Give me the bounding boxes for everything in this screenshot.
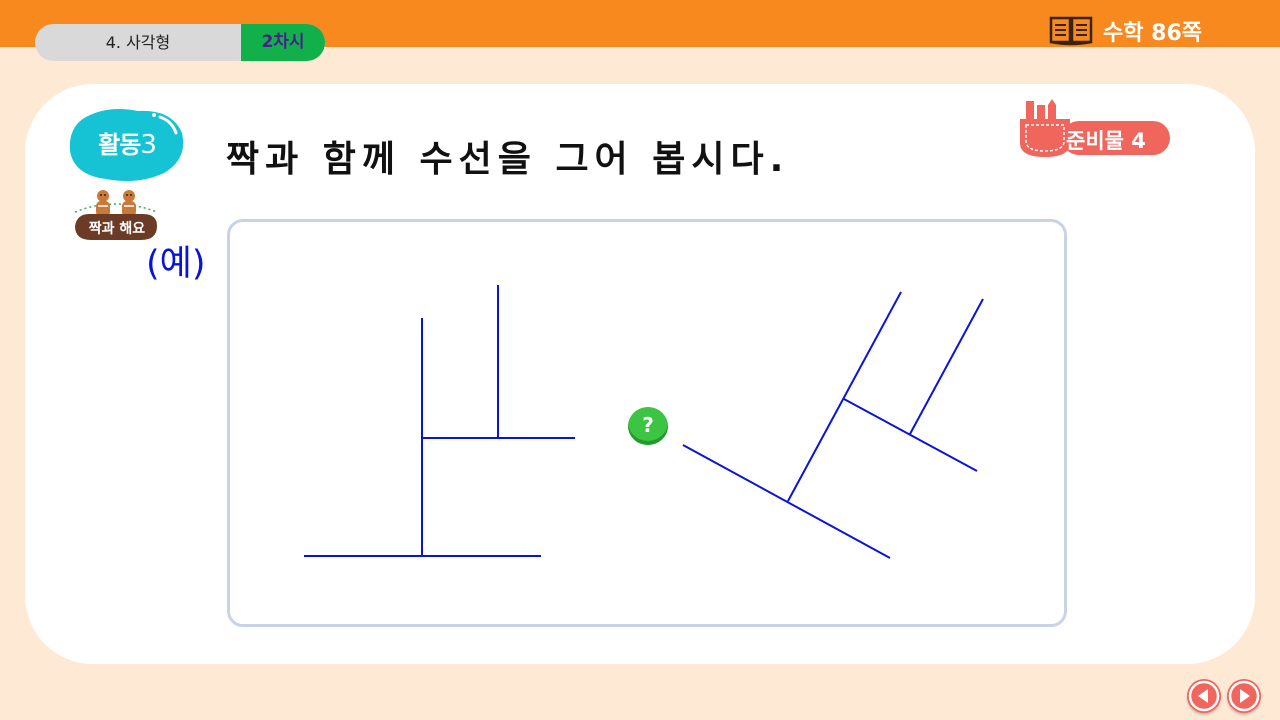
activity-number: 3 xyxy=(140,130,157,160)
textbook-reference: 수학 86쪽 xyxy=(1049,14,1202,48)
book-page-label: 수학 86쪽 xyxy=(1103,21,1202,46)
pencil-pocket-icon xyxy=(1020,99,1170,157)
activity-instruction: 짝과 함께 수선을 그어 봅시다. xyxy=(226,139,790,180)
pair-work-badge: 짝과 해요 xyxy=(71,186,161,244)
prev-arrow-icon[interactable] xyxy=(1187,679,1221,713)
materials-word: 준비물 xyxy=(1066,129,1124,153)
example-label: (예) xyxy=(146,244,206,284)
materials-number: 4 xyxy=(1131,129,1146,153)
question-icon[interactable]: ? xyxy=(628,407,668,445)
activity-badge-word: 활동 xyxy=(98,131,141,159)
activity-badge: 활동3 xyxy=(68,107,186,183)
slanted-perpendicular-1 xyxy=(787,291,902,502)
chapter-indicator: 4. 사각형 2차시 xyxy=(35,24,325,61)
pair-work-label: 짝과 해요 xyxy=(88,221,146,237)
activity-badge-shape xyxy=(69,109,184,181)
next-arrow-icon[interactable] xyxy=(1227,679,1261,713)
slanted-perpendicular-2 xyxy=(909,298,984,435)
slanted-base-line xyxy=(682,444,891,559)
materials-label: 준비물 4 xyxy=(1066,125,1146,155)
book-icon xyxy=(1049,16,1093,46)
gingerbread-icon xyxy=(74,190,158,240)
slanted-cross-line xyxy=(843,398,978,472)
chapter-title: 4. 사각형 xyxy=(105,33,171,52)
lesson-number: 2차시 xyxy=(241,24,325,61)
activity-badge-label: 활동3 xyxy=(68,125,186,160)
materials-badge[interactable]: 준비물 4 xyxy=(1020,97,1172,161)
